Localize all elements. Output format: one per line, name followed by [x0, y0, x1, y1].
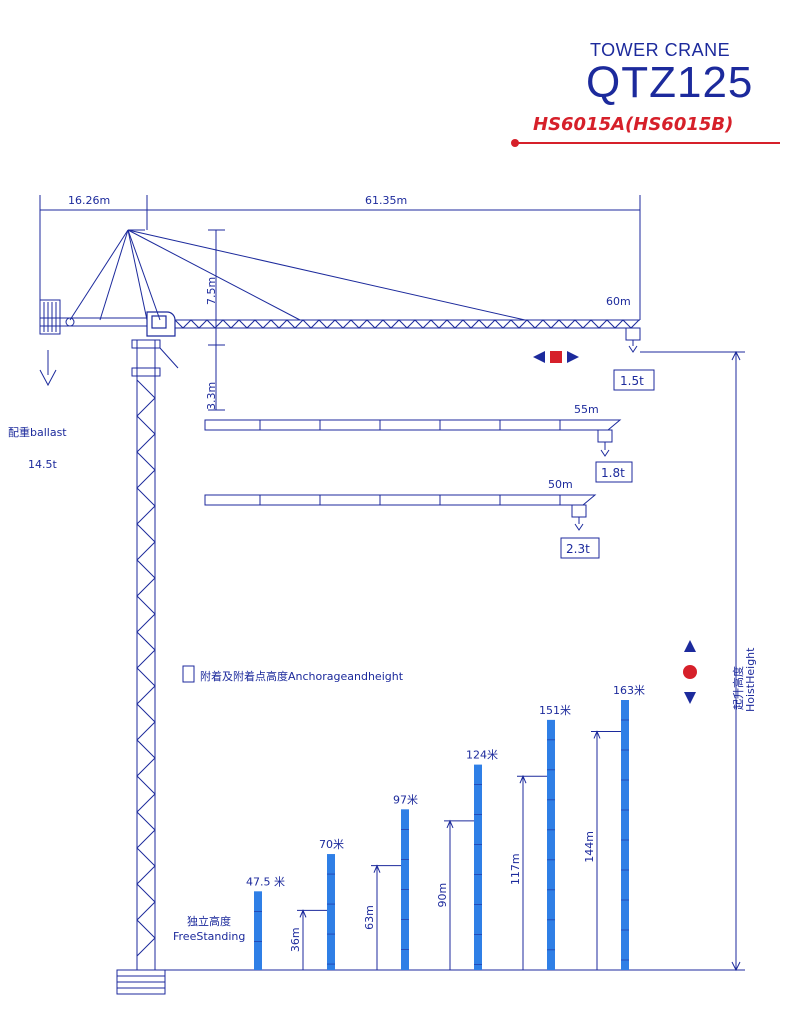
counter-jib — [39, 299, 147, 335]
dim-tower-head: 7.5m — [205, 277, 218, 305]
anchorage-arrow — [373, 864, 381, 873]
anchorage-label: 144m — [583, 831, 596, 863]
anchorage-arrow — [593, 730, 601, 739]
anchorage-arrow — [299, 909, 307, 918]
free-standing-cn: 独立高度 — [187, 914, 231, 928]
bar-height-label: 163米 — [613, 684, 645, 697]
jib-60m — [174, 319, 640, 329]
ballast-weight: 14.5t — [28, 458, 57, 471]
height-bars: 47.5 米 70米 36m 97米 63m 124米 90m 151米 117m 163米 144… — [246, 684, 645, 970]
tower-head — [69, 229, 526, 321]
height-bar-4 — [547, 719, 555, 970]
hoist-height-line — [640, 350, 745, 972]
vertical-move-icon — [683, 640, 697, 704]
dim-jib-span: 61.35m — [365, 194, 407, 207]
jib-55m — [204, 419, 622, 457]
legend-box — [182, 665, 195, 683]
jib-50m-label: 50m — [548, 478, 573, 491]
height-bar-5 — [621, 700, 629, 970]
anchorage-arrow — [446, 819, 454, 829]
bar-height-label: 124米 — [466, 749, 498, 762]
hook-60m-icon — [625, 327, 641, 353]
hoist-label-en: HoistHeight — [744, 647, 757, 712]
header-dot — [511, 139, 519, 147]
dim-jib-height: 3.3m — [205, 382, 218, 410]
load-50m: 2.3t — [566, 542, 590, 556]
load-box-60m — [613, 369, 655, 391]
header-model: QTZ125 — [586, 58, 754, 107]
trolley-arrows-icon — [533, 351, 579, 363]
free-standing-en: FreeStanding — [173, 930, 245, 943]
ballast-arrow-icon — [39, 350, 57, 387]
bar-height-label: 151米 — [539, 704, 571, 717]
anchorage-label: 36m — [289, 927, 302, 952]
top-dimensions — [39, 195, 641, 320]
bar-height-label: 47.5 米 — [246, 875, 285, 888]
anchorage-label: 63m — [363, 905, 376, 930]
hoist-label-cn: 起升高度 — [731, 666, 745, 710]
bar-height-label: 97米 — [393, 793, 418, 806]
height-bar-1 — [327, 854, 335, 970]
load-box-50m — [560, 537, 600, 559]
dim-counter-jib: 16.26m — [68, 194, 110, 207]
tower-mast — [131, 339, 179, 970]
height-bar-3 — [474, 764, 482, 970]
header-variant: HS6015A(HS6015B) — [533, 114, 734, 135]
header-subtitle: TOWER CRANE — [590, 40, 731, 60]
legend-anchorage: 附着及附着点高度Anchorageandheight — [200, 669, 404, 683]
ballast-label: 配重ballast — [8, 425, 67, 439]
height-bar-2 — [401, 809, 409, 970]
load-box-55m — [595, 461, 633, 483]
anchorage-label: 117m — [509, 853, 522, 885]
vertical-dimensions — [208, 229, 225, 411]
bar-height-label: 70米 — [319, 838, 344, 851]
cab — [146, 311, 176, 337]
anchorage-label: 90m — [436, 883, 449, 908]
jib-50m — [204, 494, 597, 531]
load-55m: 1.8t — [601, 466, 625, 480]
tower-base — [116, 969, 166, 995]
anchorage-arrow — [519, 774, 527, 784]
jib-60m-label: 60m — [606, 295, 631, 308]
height-bar-0 — [254, 891, 262, 970]
jib-55m-label: 55m — [574, 403, 599, 416]
load-60m: 1.5t — [620, 374, 644, 388]
